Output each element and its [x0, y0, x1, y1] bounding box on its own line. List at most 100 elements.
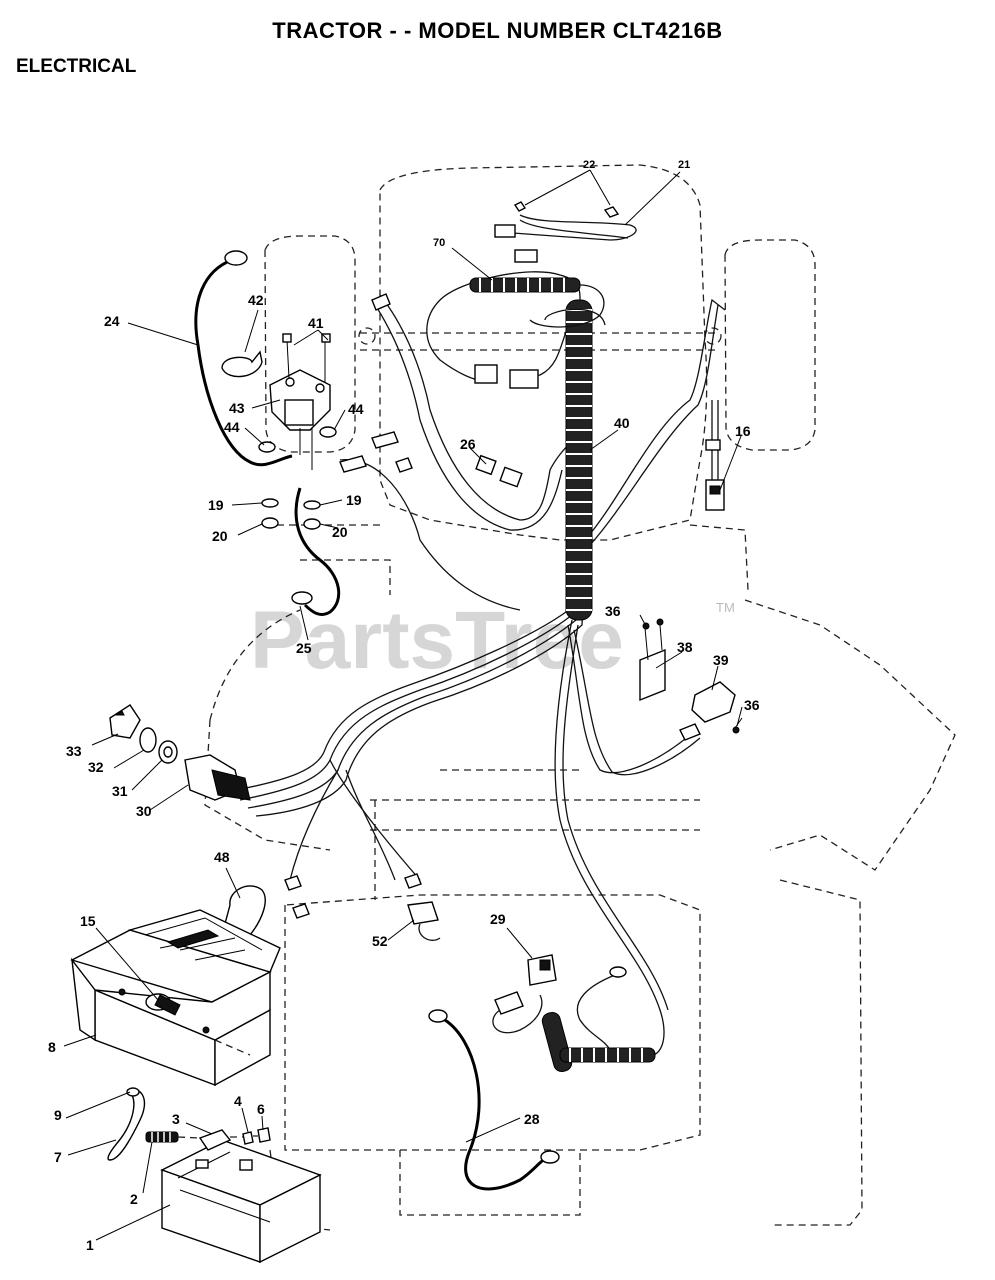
callout-25: 25	[296, 640, 312, 656]
callout-4: 4	[234, 1093, 242, 1109]
solenoid-assembly	[194, 250, 413, 616]
callout-8: 8	[48, 1039, 56, 1055]
connector-wire-b	[339, 455, 367, 473]
vent-hose-7	[107, 1088, 146, 1161]
watermark-tm: TM	[716, 600, 735, 615]
callout-48: 48	[214, 849, 230, 865]
callout-32: 32	[88, 759, 104, 775]
callout-44-right: 44	[348, 401, 364, 417]
connector-plug-a	[474, 364, 498, 384]
nut-6	[257, 1127, 271, 1143]
callout-42: 42	[248, 292, 264, 308]
conduit-40	[565, 299, 593, 621]
callout-7: 7	[54, 1149, 62, 1165]
callout-21: 21	[678, 159, 690, 171]
nut-32	[139, 727, 157, 753]
callout-24: 24	[104, 313, 120, 329]
frame-outline-upper	[209, 524, 749, 721]
headlight-bulb-b	[603, 206, 620, 218]
pto-connectors	[221, 873, 441, 944]
headlight-harness	[469, 201, 637, 389]
headlight-socket-22	[494, 224, 516, 238]
callout-70: 70	[433, 237, 445, 249]
ignition-assembly	[109, 704, 251, 801]
nut-20-a	[261, 517, 279, 529]
callout-28: 28	[524, 1111, 540, 1127]
terminal-wire-d	[395, 457, 413, 473]
fender-outline-right	[744, 599, 956, 871]
battery-1-side	[259, 1173, 321, 1264]
axle-pivot-left	[358, 327, 376, 345]
cable-28	[428, 1009, 560, 1191]
washer-4	[242, 1131, 254, 1145]
connector-wire-a	[371, 431, 399, 449]
interlock-switch-assembly	[639, 618, 743, 741]
connector-52	[407, 901, 439, 925]
screws-36	[644, 624, 743, 729]
cable-25-terminal	[291, 591, 313, 605]
switch-39	[691, 681, 736, 723]
vent-hose-assembly	[107, 1087, 146, 1161]
callout-30: 30	[136, 803, 152, 819]
clamp-9	[126, 1087, 140, 1097]
callout-labels: 22 21 70 24 42 41 43 44 44 19 19 20 20 2…	[48, 159, 760, 1253]
callout-29: 29	[490, 911, 506, 927]
headlight-bulb-a	[513, 201, 527, 212]
callout-1: 1	[86, 1237, 94, 1253]
section-label: ELECTRICAL	[16, 56, 137, 77]
ignition-connector	[211, 769, 251, 801]
nut-20-b	[303, 518, 321, 530]
solenoid-hole-b	[315, 383, 325, 393]
battery-assembly	[145, 1127, 322, 1264]
callout-40: 40	[614, 415, 630, 431]
washer-19-a	[261, 498, 279, 508]
battery-tray-assembly	[70, 909, 281, 1087]
bolt-41-a	[282, 333, 292, 343]
key-33	[109, 704, 141, 739]
callout-22: 22	[583, 159, 595, 171]
callout-44-left: 44	[224, 419, 240, 435]
switch-16	[705, 400, 725, 511]
front-axle-outline	[360, 332, 715, 351]
callout-6: 6	[257, 1101, 265, 1117]
rear-hitch-outline	[399, 1150, 581, 1216]
callout-15: 15	[80, 913, 96, 929]
callout-36-right: 36	[744, 697, 760, 713]
callout-2: 2	[130, 1191, 138, 1207]
callout-9: 9	[54, 1107, 62, 1123]
cable-24	[194, 258, 293, 467]
leader-lines	[63, 169, 743, 1241]
callout-31: 31	[112, 783, 128, 799]
bolts-41	[286, 339, 326, 382]
terminal-3	[198, 1129, 232, 1151]
bracket-38	[639, 648, 666, 702]
nut-44-b	[319, 426, 337, 438]
rear-harness	[492, 954, 656, 1073]
washer-19-b	[303, 500, 321, 510]
page-title: TRACTOR - - MODEL NUMBER CLT4216B	[272, 18, 723, 43]
rear-right-wheel-outline	[770, 879, 863, 1226]
callout-19-left: 19	[208, 497, 224, 513]
callout-3: 3	[172, 1111, 180, 1127]
solenoid-hole-a	[285, 377, 295, 387]
callout-16: 16	[735, 423, 751, 439]
callout-20-left: 20	[212, 528, 228, 544]
main-wiring-harness	[235, 271, 726, 1057]
switch-39-plug	[679, 723, 701, 741]
connector-rear	[494, 991, 524, 1015]
callout-38: 38	[677, 639, 693, 655]
rear-deck-outline	[284, 894, 701, 1151]
switch-16-body	[705, 479, 725, 511]
front-right-wheel-outline	[724, 239, 816, 451]
connector-plug-b	[509, 369, 539, 389]
callout-41: 41	[308, 315, 324, 331]
hood-outline	[379, 164, 708, 541]
boot-42	[221, 350, 263, 378]
callout-26: 26	[460, 436, 476, 452]
terminal-wire-c	[371, 293, 391, 311]
callout-39: 39	[713, 652, 729, 668]
callout-52: 52	[372, 933, 388, 949]
callout-19-right: 19	[346, 492, 362, 508]
nut-44-a	[258, 441, 276, 453]
bolt-2	[145, 1131, 179, 1143]
